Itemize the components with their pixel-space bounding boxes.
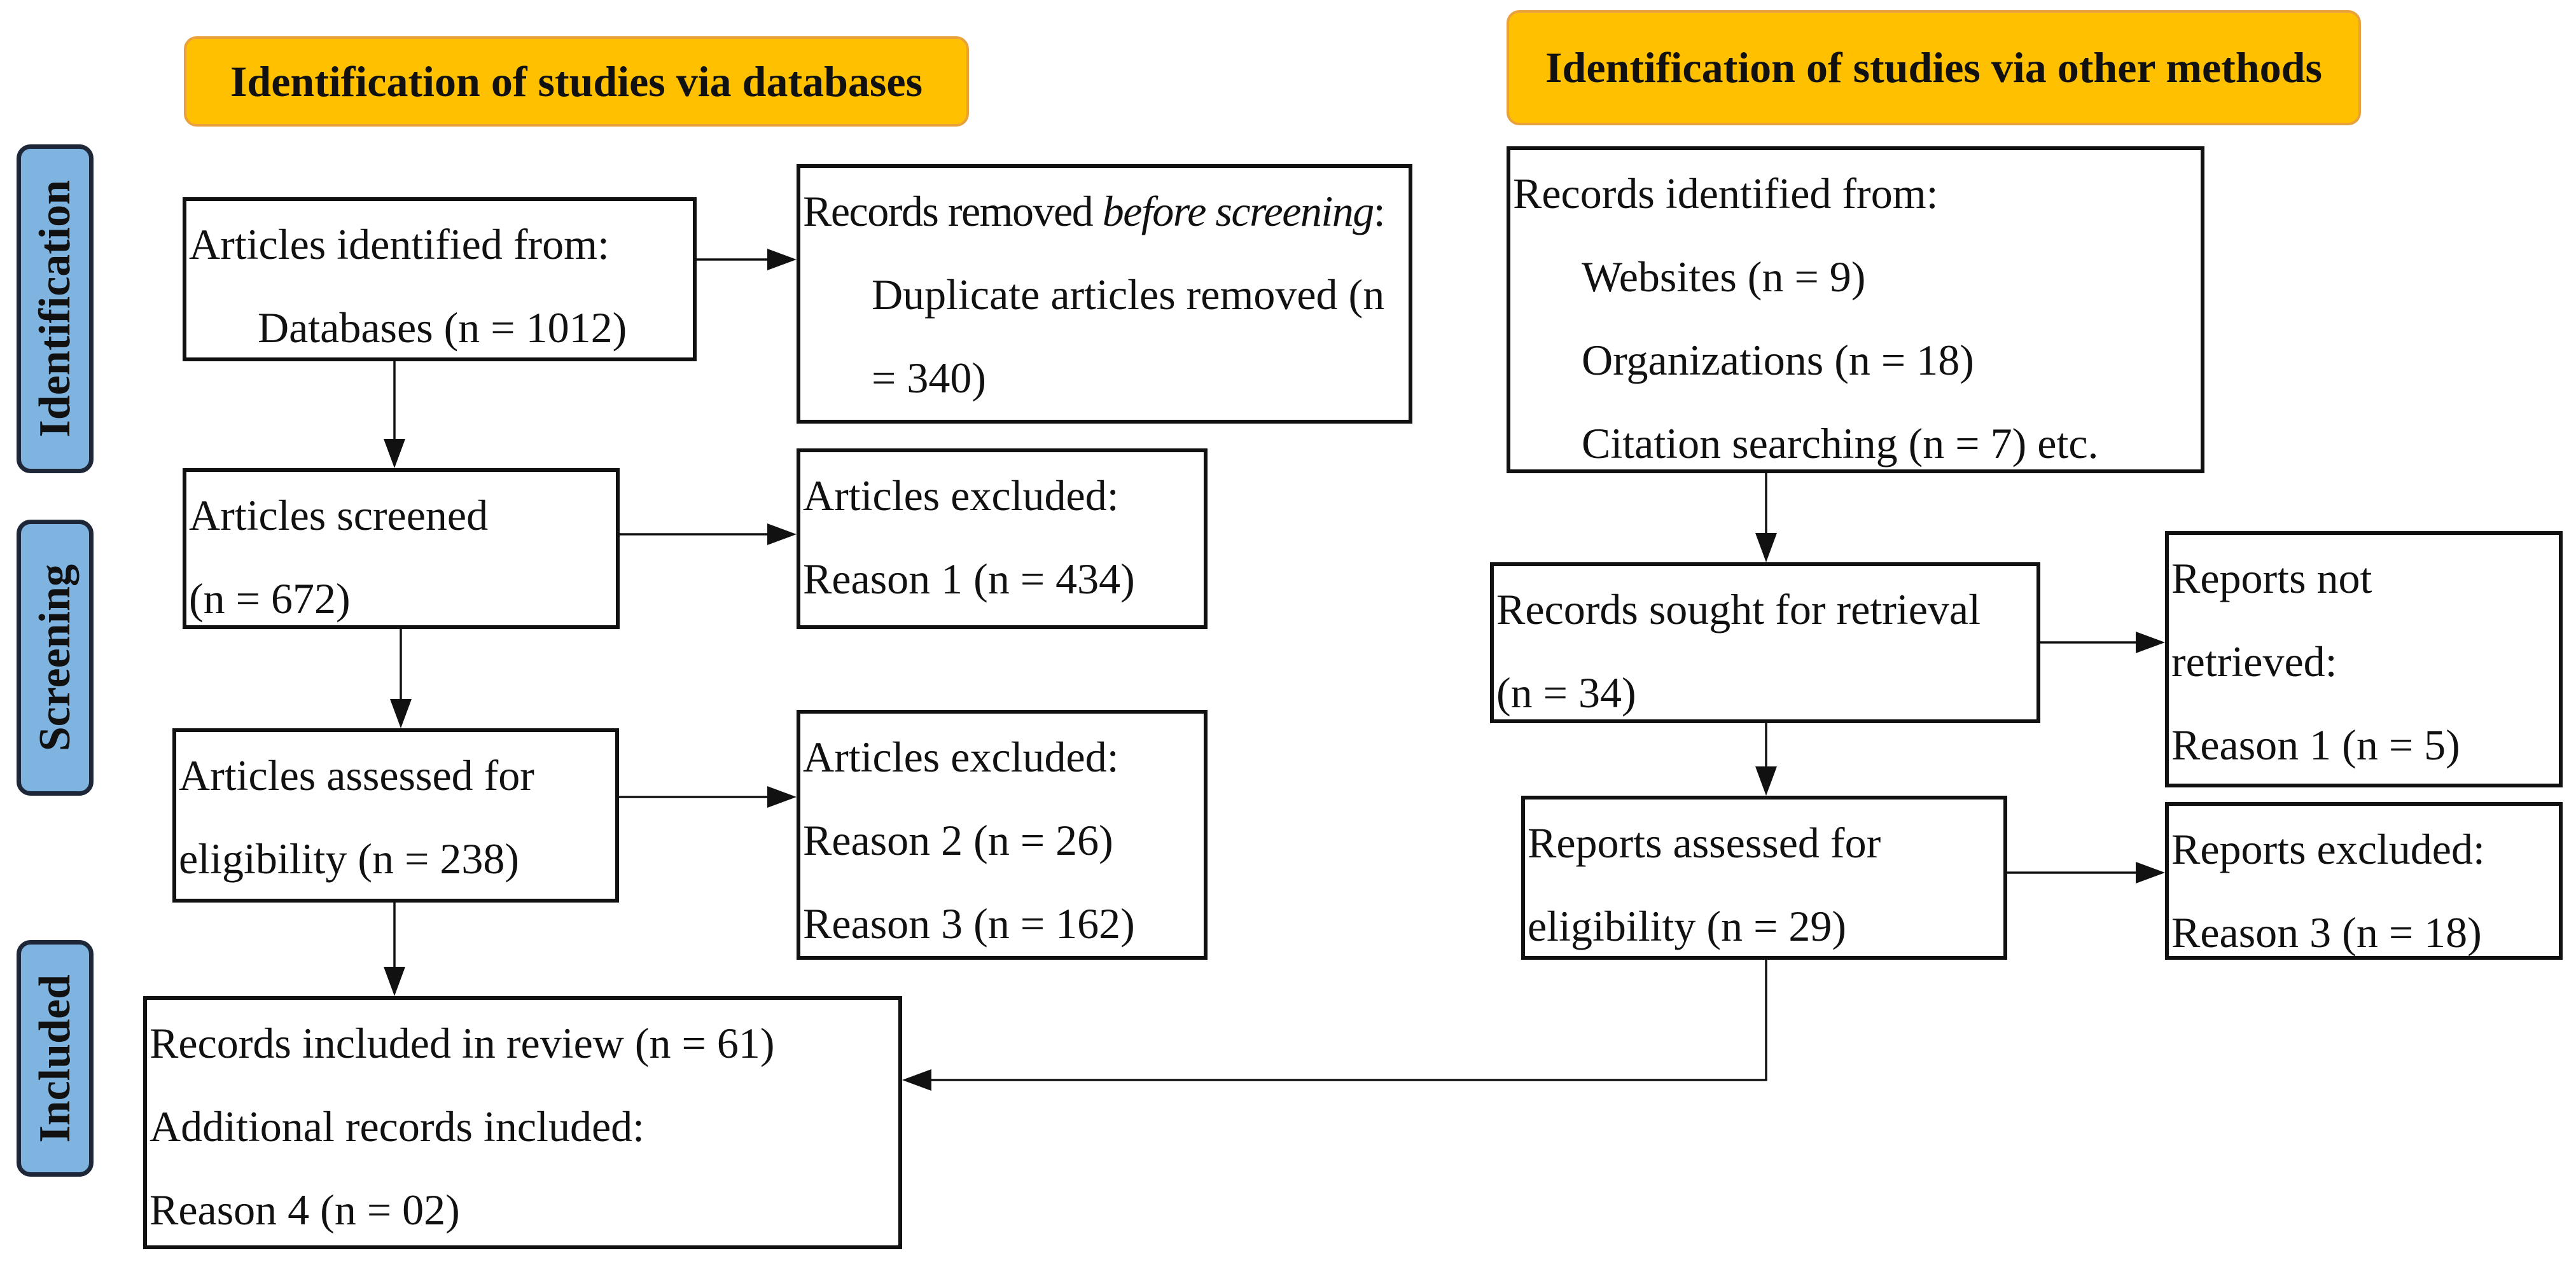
box-line: (n = 672) bbox=[189, 574, 351, 623]
box-line: Reports excluded: bbox=[2171, 825, 2485, 873]
arrow-screened-to-excluded bbox=[620, 523, 797, 545]
box-line: Records sought for retrieval bbox=[1496, 585, 1981, 634]
stage-screening-label: Screening bbox=[30, 564, 80, 752]
box-records-included: Records included in review (n = 61) Addi… bbox=[143, 996, 902, 1249]
box-articles-excluded-eligibility: Articles excluded: Reason 2 (n = 26) Rea… bbox=[797, 710, 1208, 960]
box-line: Reason 4 (n = 02) bbox=[150, 1186, 460, 1234]
arrow-other-identified-to-sought bbox=[1755, 473, 1777, 562]
box-records-sought: Records sought for retrieval (n = 34) bbox=[1490, 562, 2040, 723]
box-reports-excluded: Reports excluded: Reason 3 (n = 18) bbox=[2165, 802, 2563, 960]
box-line: retrieved: bbox=[2171, 637, 2337, 686]
box-records-identified-other: Records identified from: Websites (n = 9… bbox=[1507, 146, 2204, 473]
box-line: Reason 3 (n = 162) bbox=[803, 899, 1135, 948]
arrow-sought-to-reports-assessed bbox=[1755, 723, 1777, 796]
box-line: Records identified from: bbox=[1513, 169, 1939, 218]
box-line: Reason 1 (n = 434) bbox=[803, 555, 1135, 603]
box-articles-excluded-screening: Articles excluded: Reason 1 (n = 434) bbox=[797, 448, 1208, 629]
arrow-reports-assessed-to-excluded bbox=[2007, 862, 2165, 883]
box-line: Articles identified from: bbox=[189, 220, 609, 268]
box-line: Articles excluded: bbox=[803, 471, 1119, 520]
box-line: Organizations (n = 18) bbox=[1582, 336, 1974, 384]
arrow-sought-to-not-retrieved bbox=[2040, 632, 2165, 653]
stage-identification-label: Identification bbox=[30, 180, 80, 438]
box-articles-assessed: Articles assessed for eligibility (n = 2… bbox=[172, 728, 619, 903]
box-line: = 340) bbox=[872, 354, 986, 402]
box-records-removed: Records removed before screening: Duplic… bbox=[797, 164, 1412, 424]
box-line: Additional records included: bbox=[150, 1102, 645, 1151]
box-heading: Records removed before screening: bbox=[803, 170, 1409, 253]
box-line: eligibility (n = 29) bbox=[1528, 902, 1847, 950]
arrow-screened-to-assessed bbox=[390, 629, 412, 728]
stage-screening: Screening bbox=[17, 520, 94, 796]
box-line: Websites (n = 9) bbox=[1582, 253, 1866, 301]
arrow-identified-to-removed bbox=[697, 249, 797, 270]
box-reports-not-retrieved: Reports not retrieved: Reason 1 (n = 5) bbox=[2165, 531, 2563, 787]
box-line: Articles assessed for bbox=[179, 751, 534, 800]
arrow-reports-assessed-to-included bbox=[902, 960, 1767, 1091]
box-line: Reason 3 (n = 18) bbox=[2171, 908, 2482, 957]
stage-included: Included bbox=[17, 940, 94, 1177]
box-line: Databases (n = 1012) bbox=[258, 303, 627, 352]
heading-emphasis: before screening bbox=[1102, 187, 1375, 235]
box-line: Reports not bbox=[2171, 554, 2372, 602]
heading-prefix: Records removed bbox=[803, 187, 1103, 235]
heading-suffix: : bbox=[1373, 187, 1386, 235]
box-line: Articles excluded: bbox=[803, 733, 1119, 781]
box-line: Reason 1 (n = 5) bbox=[2171, 721, 2460, 769]
stage-identification: Identification bbox=[17, 144, 94, 473]
box-line: eligibility (n = 238) bbox=[179, 834, 520, 883]
box-line: Citation searching (n = 7) etc. bbox=[1582, 419, 2099, 467]
box-line: Reason 2 (n = 26) bbox=[803, 816, 1113, 864]
arrow-identified-to-screened bbox=[384, 361, 405, 468]
box-reports-assessed: Reports assessed for eligibility (n = 29… bbox=[1521, 796, 2007, 960]
header-other-methods: Identification of studies via other meth… bbox=[1507, 10, 2361, 125]
box-line: Duplicate articles removed (n bbox=[872, 270, 1385, 319]
box-articles-screened: Articles screened (n = 672) bbox=[183, 468, 620, 629]
stage-included-label: Included bbox=[30, 974, 80, 1143]
arrow-assessed-to-included bbox=[384, 903, 405, 996]
box-line: Articles screened bbox=[189, 491, 489, 539]
header-databases: Identification of studies via databases bbox=[184, 36, 969, 127]
box-line: (n = 34) bbox=[1496, 668, 1636, 717]
box-line: Reports assessed for bbox=[1528, 819, 1881, 867]
arrow-assessed-to-excluded bbox=[619, 786, 797, 808]
box-articles-identified: Articles identified from: Databases (n =… bbox=[183, 197, 697, 361]
box-line: Records included in review (n = 61) bbox=[150, 1019, 775, 1067]
